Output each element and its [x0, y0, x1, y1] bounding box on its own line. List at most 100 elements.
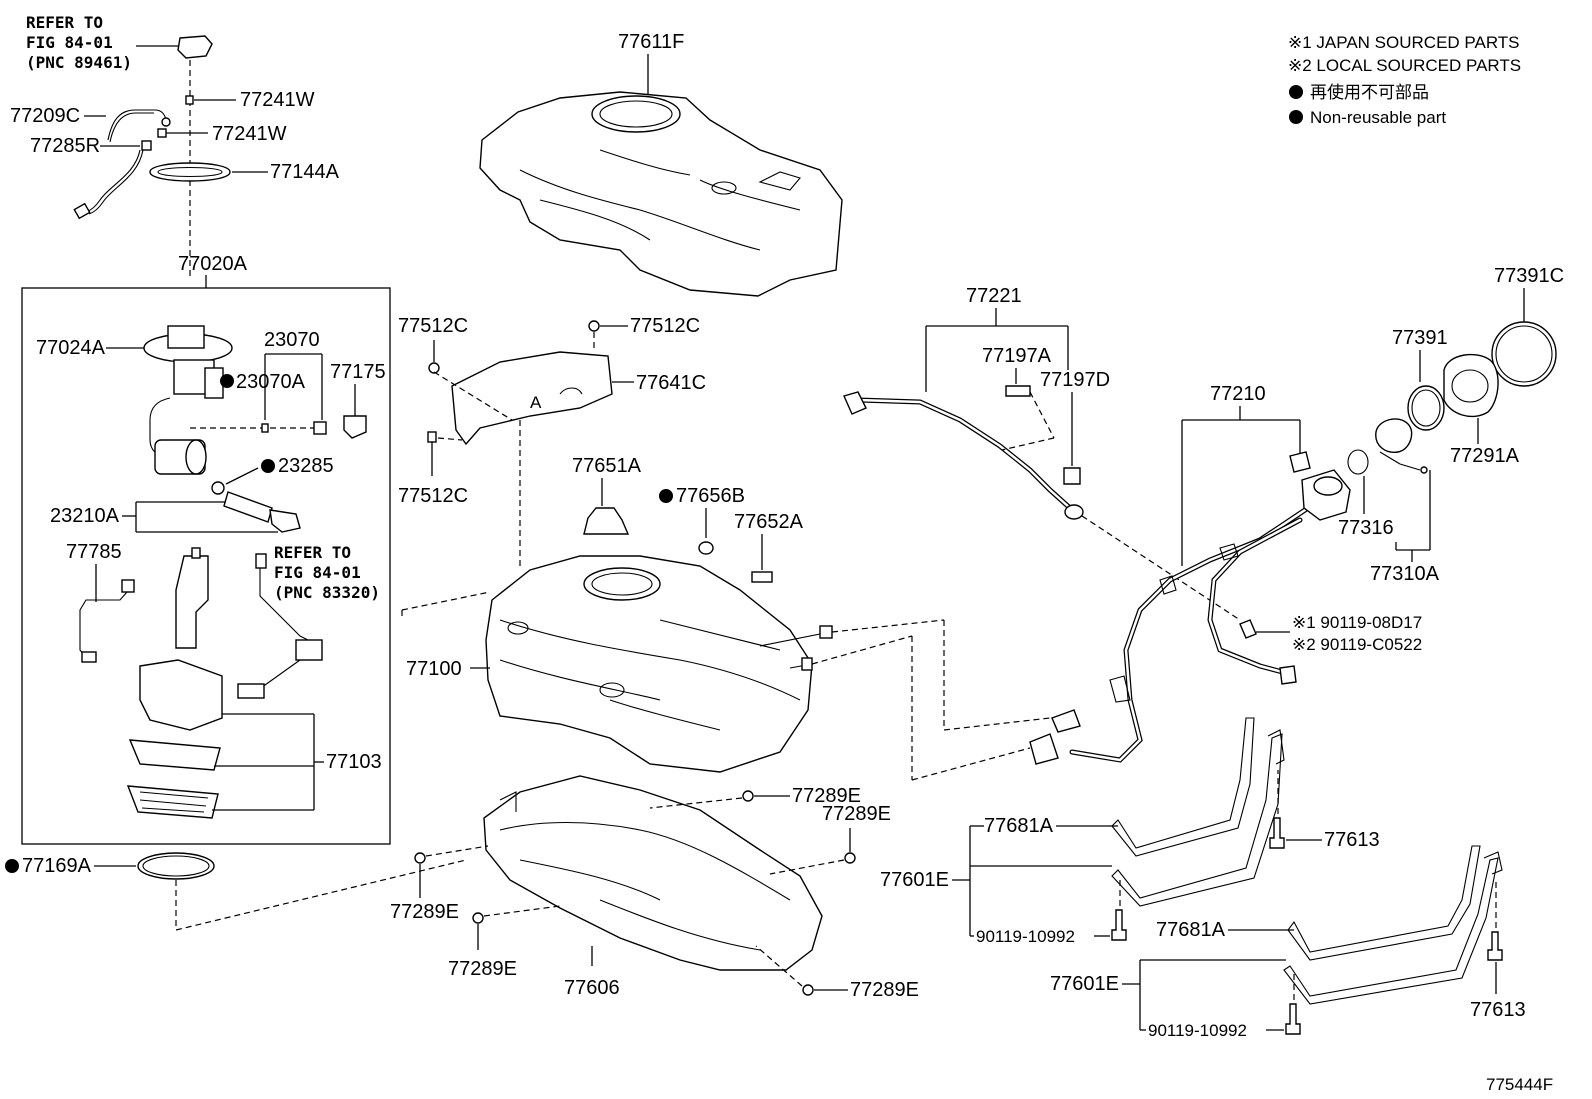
bolt-part	[1111, 909, 1127, 941]
pump-assembly-box	[21, 287, 391, 845]
tank-lower-protector-part	[483, 775, 823, 971]
label-77289E: 77289E	[448, 958, 517, 980]
label-90119-C0522: ※2 90119-C0522	[1292, 635, 1422, 654]
fuel-sender-gauge-part	[295, 639, 323, 661]
ref-fig-line1: REFER TO	[26, 13, 103, 32]
svg-text:A: A	[530, 393, 542, 412]
label-90119-10992: 90119-10992	[1148, 1021, 1247, 1040]
gasket-part	[1407, 385, 1445, 431]
ref-fig-line2: FIG 84-01	[26, 33, 113, 52]
label-77289E: 77289E	[822, 803, 891, 825]
bolt-part	[1285, 1003, 1301, 1035]
non-reusable-dot-icon	[1289, 110, 1303, 124]
tank-band-part	[1111, 717, 1255, 857]
legend-japan-sourced: ※1 JAPAN SOURCED PARTS	[1288, 33, 1520, 52]
label-77197A: 77197A	[982, 345, 1052, 367]
label-77175: 77175	[330, 361, 386, 383]
label-77641C: 77641C	[636, 372, 706, 394]
fuel-pump-group: REFER TO FIG 84-01 (PNC 89461) 77241W 77…	[5, 13, 467, 931]
protector-group: 77512C 77512C A 77641C 77512C	[398, 315, 706, 566]
label-77601E: 77601E	[1050, 973, 1119, 995]
ref-fig-line2: FIG 84-01	[274, 563, 361, 582]
non-reusable-dot-icon	[5, 859, 19, 873]
fuel-cap-part	[1375, 418, 1413, 453]
heat-insulator-part	[451, 351, 613, 446]
label-77606: 77606	[564, 977, 620, 999]
lock-ring-part	[149, 162, 231, 182]
label-77221: 77221	[966, 285, 1022, 307]
label-77613: 77613	[1324, 829, 1380, 851]
label-77169A: 77169A	[22, 855, 92, 877]
label-77289E: 77289E	[850, 979, 919, 1001]
label-77391: 77391	[1392, 327, 1448, 349]
tank-band-part	[1283, 857, 1499, 1005]
label-77681A: 77681A	[984, 815, 1054, 837]
gasket-part	[137, 852, 215, 880]
non-reusable-dot-icon	[659, 489, 673, 503]
label-77391C: 77391C	[1494, 265, 1564, 287]
tank-cover-group: 77611F	[479, 31, 843, 297]
tank-band-group: 77681A 77601E 90119-10992 77613 77681A 7…	[880, 717, 1526, 1040]
label-77310A: 77310A	[1370, 563, 1440, 585]
label-23285: 23285	[278, 455, 334, 477]
legend: ※1 JAPAN SOURCED PARTS ※2 LOCAL SOURCED …	[1288, 33, 1521, 127]
label-77210: 77210	[1210, 383, 1266, 405]
non-reusable-dot-icon	[220, 374, 234, 388]
label-77289E: 77289E	[390, 901, 459, 923]
label-77241W: 77241W	[212, 123, 287, 145]
heat-protector-part	[479, 91, 843, 297]
label-77512C: 77512C	[630, 315, 700, 337]
label-77144A: 77144A	[270, 161, 340, 183]
bolt-part	[1487, 931, 1503, 961]
label-23210A: 23210A	[50, 505, 120, 527]
label-77197D: 77197D	[1040, 369, 1110, 391]
legend-non-reusable-jp: 再使用不可部品	[1310, 82, 1429, 102]
cushion-part	[583, 507, 630, 535]
label-77024A: 77024A	[36, 337, 106, 359]
label-77785: 77785	[66, 541, 122, 563]
wire-part	[107, 109, 167, 141]
clamp-part	[1005, 385, 1031, 397]
label-77512C: 77512C	[398, 485, 468, 507]
tank-band-part	[1287, 845, 1481, 961]
fuel-tank-group: 77651A 77656B 77652A 77100	[401, 455, 1051, 781]
fuel-tank-part	[485, 555, 813, 773]
lower-protector-group: 77289E 77289E 77289E 77289E 77606 77289E	[390, 775, 919, 1001]
label-23070: 23070	[264, 329, 320, 351]
label-77651A: 77651A	[572, 455, 642, 477]
breather-tube-group: 77221 77197A 77197D	[843, 285, 1241, 621]
label-90119-08D17: ※1 90119-08D17	[1292, 613, 1422, 632]
label-77285R: 77285R	[30, 135, 100, 157]
label-77103: 77103	[326, 751, 382, 773]
filler-pipe-group: 77210 ※1 90119-08D17 ※2 90119-C0522	[1029, 383, 1422, 765]
label-77512C: 77512C	[398, 315, 468, 337]
label-77613: 77613	[1470, 999, 1526, 1021]
fuel-cap-group: 77391C 77391 77291A 77316 77310A	[1338, 265, 1564, 585]
label-77681A: 77681A	[1156, 919, 1226, 941]
canister-filter-part	[126, 785, 219, 819]
label-77241W: 77241W	[240, 89, 315, 111]
bolt-part	[1269, 817, 1285, 849]
non-reusable-dot-icon	[1289, 85, 1303, 99]
canister-cover-part	[128, 739, 221, 771]
tube-connector-part	[843, 391, 867, 415]
label-77316: 77316	[1338, 517, 1394, 539]
label-77291A: 77291A	[1450, 445, 1520, 467]
label-77652A: 77652A	[734, 511, 804, 533]
fuel-filter-part	[223, 491, 273, 523]
label-23070A: 23070A	[236, 371, 306, 393]
bracket-part	[175, 555, 209, 649]
legend-non-reusable-en: Non-reusable part	[1310, 108, 1446, 127]
ref-fig-line1: REFER TO	[274, 543, 351, 562]
label-77656B: 77656B	[676, 485, 745, 507]
label-77100: 77100	[406, 658, 462, 680]
label-77289E: 77289E	[792, 785, 861, 807]
figure-id: 775444F	[1486, 1075, 1553, 1094]
label-77601E: 77601E	[880, 869, 949, 891]
ref-fig-line3: (PNC 89461)	[26, 53, 132, 72]
cap-seal-ring-part	[1491, 321, 1557, 387]
ref-fig-line3: (PNC 83320)	[274, 583, 380, 602]
label-77020A: 77020A	[178, 253, 248, 275]
fuel-filler-door-part	[1443, 353, 1499, 418]
